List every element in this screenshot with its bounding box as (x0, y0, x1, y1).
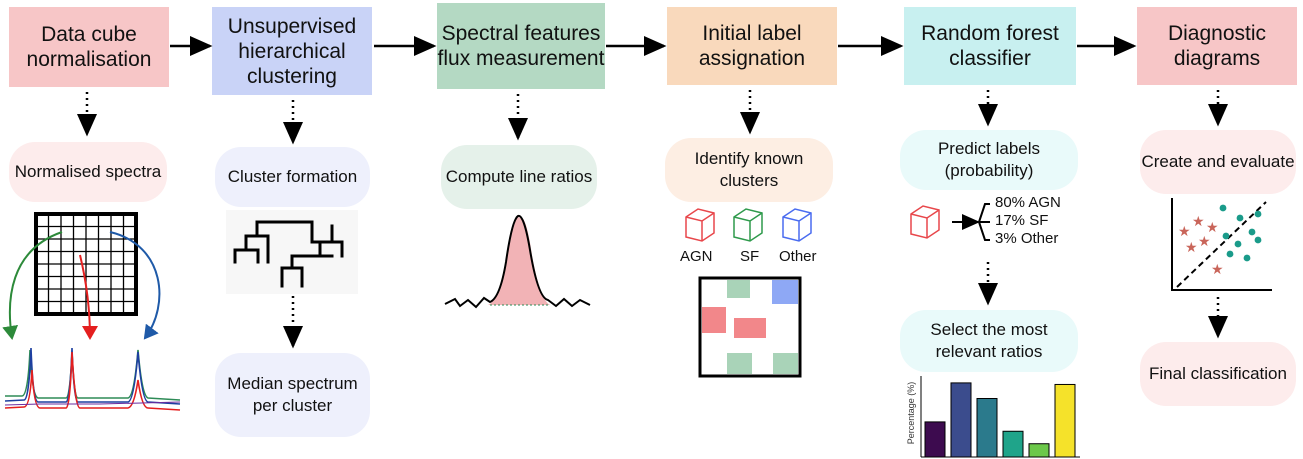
step-label: Spectral features flux measurement (437, 22, 605, 70)
substep-label: Identify known clusters (694, 149, 804, 190)
svg-text:★: ★ (1178, 224, 1191, 240)
data-cube-grid-icon (34, 212, 138, 316)
substep-label: Final classification (1149, 364, 1287, 383)
cube-label-other: Other (779, 248, 817, 265)
substep-normalised-spectra: Normalised spectra (9, 142, 167, 202)
step-diagnostic-diagrams: Diagnostic diagrams (1137, 7, 1297, 85)
substep-select-relevant-ratios: Select the most relevant ratios (900, 310, 1078, 372)
substep-label: Normalised spectra (14, 162, 162, 181)
step-unsupervised-hierarchical-clustering: Unsupervised hierarchical clustering (212, 7, 372, 95)
svg-text:★: ★ (1192, 214, 1205, 230)
prediction-sf: 17% SF (995, 212, 1049, 229)
substep-final-classification: Final classification (1140, 342, 1296, 406)
substep-label: Create and evaluate (1141, 152, 1295, 171)
emission-line-icon (444, 214, 591, 309)
step-label: Diagnostic diagrams (1167, 22, 1267, 70)
substep-label: Cluster formation (227, 167, 358, 186)
dendrogram-icon (233, 220, 344, 288)
green-pixel-arrow (2, 231, 63, 340)
importance-bar (1028, 443, 1050, 458)
red-pixel-arrow (79, 254, 98, 340)
substep-label: Compute line ratios (445, 167, 593, 186)
svg-text:★: ★ (1211, 262, 1224, 278)
step-spectral-features-flux-measurement: Spectral features flux measurement (437, 3, 605, 89)
importance-chart (920, 376, 1080, 458)
importance-bar (976, 398, 998, 458)
substep-label: Predict labels (probability) (937, 139, 1041, 180)
prediction-other: 3% Other (995, 230, 1059, 247)
cube-label-agn: AGN (680, 248, 713, 265)
importance-bar (1002, 430, 1024, 458)
prediction-arrow-icon (952, 203, 990, 241)
dotted-arrows (77, 90, 1228, 349)
cube-label-sf: SF (740, 248, 760, 265)
substep-cluster-formation: Cluster formation (215, 147, 370, 207)
step-label: Unsupervised hierarchical clustering (227, 14, 357, 88)
substep-identify-known-clusters: Identify known clusters (665, 138, 833, 202)
cube-icon-sf (733, 208, 763, 242)
substep-create-and-evaluate: Create and evaluate (1140, 130, 1296, 194)
substep-compute-line-ratios: Compute line ratios (441, 145, 597, 209)
step-label: Data cube normalisation (26, 23, 152, 71)
importance-bar (924, 421, 946, 458)
predicted-cube-icon (910, 205, 940, 239)
step-initial-label-assignation: Initial label assignation (667, 7, 837, 85)
normalised-spectra-plot (4, 347, 181, 411)
diagnostic-diagram-icon: ★★★ ★★★ (1171, 198, 1272, 291)
svg-text:★: ★ (1206, 220, 1219, 236)
step-label: Initial label assignation (698, 22, 806, 70)
step-random-forest-classifier: Random forest classifier (904, 7, 1076, 85)
substep-predict-labels: Predict labels (probability) (900, 130, 1078, 190)
svg-text:★: ★ (1185, 240, 1198, 256)
substep-label: Select the most relevant ratios (930, 320, 1048, 361)
substep-median-spectrum: Median spectrum per cluster (215, 353, 370, 437)
labelled-cluster-map (698, 276, 802, 378)
step-data-cube-normalisation: Data cube normalisation (9, 7, 169, 87)
importance-bar (1054, 383, 1076, 458)
cube-icon-agn (685, 208, 715, 242)
step-label: Random forest classifier (921, 22, 1059, 70)
svg-text:★: ★ (1198, 234, 1211, 250)
importance-bar (950, 382, 972, 458)
prediction-agn: 80% AGN (995, 194, 1061, 211)
cube-icon-other (782, 208, 812, 242)
importance-bars (924, 382, 1076, 458)
substep-label: Median spectrum per cluster (227, 374, 358, 415)
blue-pixel-arrow (109, 231, 161, 340)
dendrogram-background (226, 210, 358, 294)
